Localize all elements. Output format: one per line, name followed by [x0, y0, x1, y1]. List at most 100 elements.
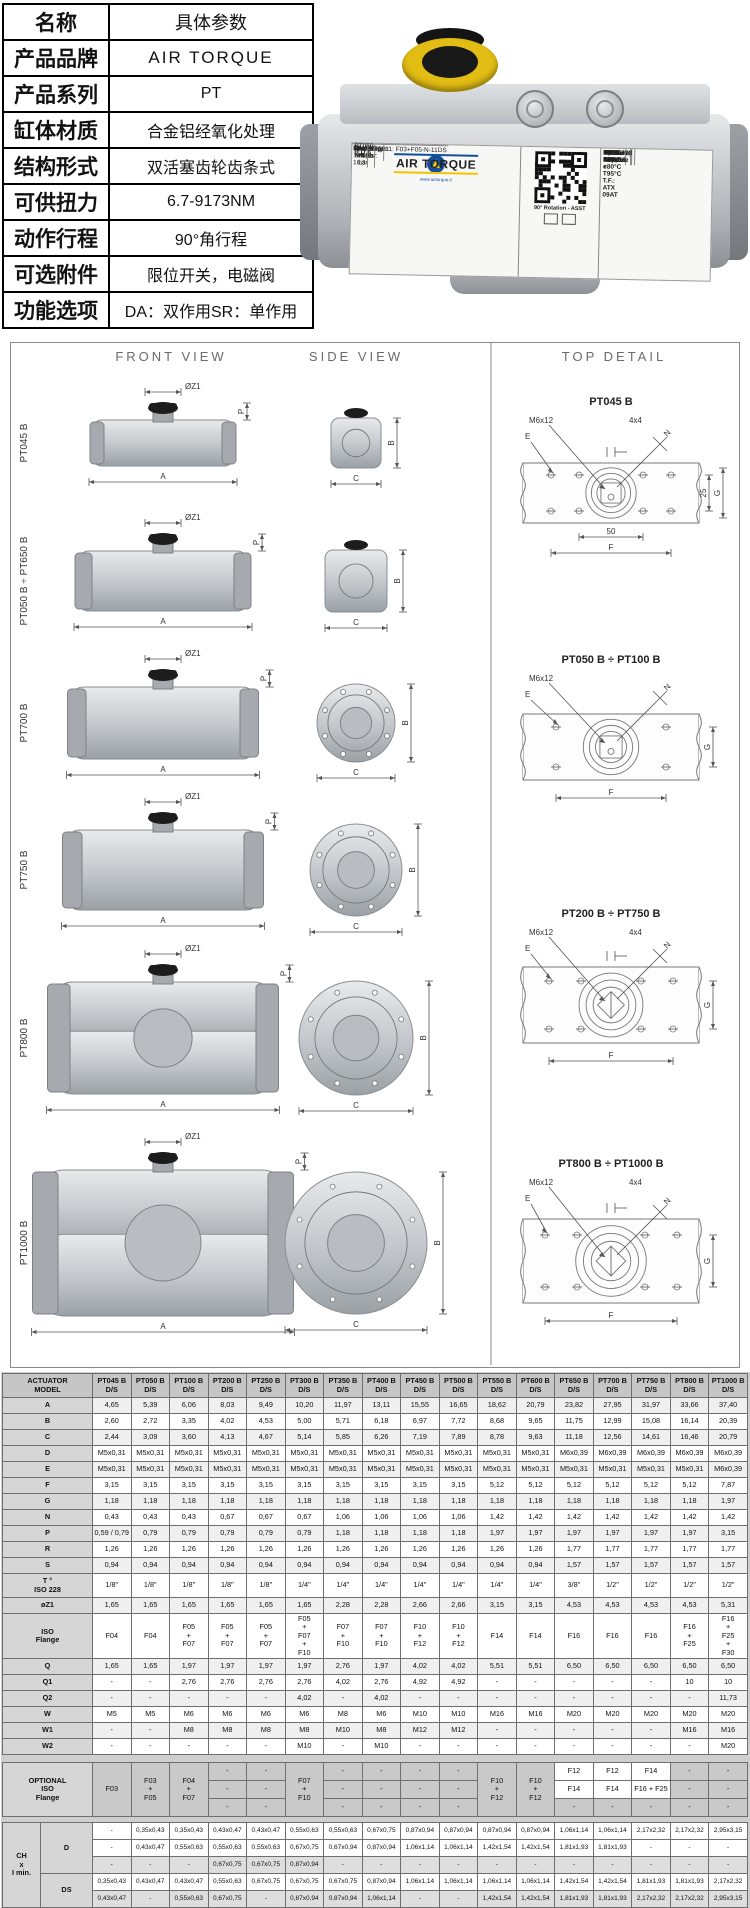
ch-cell: -	[361, 1855, 402, 1874]
svg-text:A: A	[160, 617, 166, 626]
ch-cell: 1,42x1,54	[477, 1889, 517, 1908]
dimension-cell: 4,02	[361, 1689, 402, 1707]
dimension-cell: 0,94	[323, 1557, 363, 1574]
dimension-cell: 4,02	[400, 1657, 440, 1675]
dimension-cell: 1,77	[669, 1541, 710, 1558]
svg-text:ØZ1: ØZ1	[185, 649, 201, 658]
ch-cell: -	[515, 1855, 556, 1874]
dimension-cell: 4,02	[284, 1689, 325, 1707]
dimension-cell: F04	[130, 1613, 171, 1659]
dimension-cell: 1,77	[631, 1541, 671, 1558]
dimension-cell: 2,28	[323, 1597, 363, 1614]
dimension-cell: 1,57	[708, 1557, 748, 1574]
dimension-cell: -	[400, 1689, 440, 1707]
dimension-cell: 7,72	[438, 1413, 479, 1430]
dimension-cell: 1,97	[477, 1525, 517, 1542]
svg-text:C: C	[353, 474, 359, 483]
dimension-cell: M5x0,31	[207, 1461, 248, 1478]
dimension-cell: -	[477, 1737, 517, 1755]
nameplate-left-column: AIR TORQUE www.airtorque.it Model/Type: …	[349, 142, 522, 277]
svg-text:P: P	[280, 971, 289, 976]
ch-cell: -	[400, 1855, 440, 1874]
dimension-cell: 1/2"	[631, 1573, 671, 1598]
dimension-cell: 11,75	[554, 1413, 594, 1430]
bolt-icon	[586, 90, 624, 128]
ch-cell: 2,17x2,32	[669, 1821, 710, 1840]
ch-cell: 0,43x0,47	[130, 1838, 171, 1857]
dimension-cell: 8,03	[207, 1397, 248, 1414]
dimension-cell: 4,92	[400, 1673, 440, 1691]
dimension-cell: M12	[400, 1721, 440, 1739]
dimension-cell: 5,31	[708, 1597, 748, 1614]
dimension-cell: M5x0,31	[246, 1461, 286, 1478]
dimension-cell: 0,94	[438, 1557, 479, 1574]
optional-subcell: -	[400, 1761, 440, 1781]
dimension-cell: 1,65	[284, 1597, 325, 1614]
dimension-cell: 1,65	[130, 1657, 171, 1675]
dimension-cell: 2,76	[361, 1673, 402, 1691]
dimension-cell: M10	[323, 1721, 363, 1739]
dimension-cell: -	[477, 1721, 517, 1739]
dimension-cell: M5x0,31	[92, 1445, 132, 1462]
dimension-cell: -	[400, 1737, 440, 1755]
dimension-cell: 1,26	[323, 1541, 363, 1558]
spec-label: 缸体材质	[2, 111, 110, 149]
svg-text:B: B	[433, 1240, 442, 1245]
dimension-cell: 9,65	[515, 1413, 556, 1430]
dimension-cell: M8	[207, 1721, 248, 1739]
svg-text:C: C	[353, 768, 359, 777]
dimension-cell: -	[554, 1721, 594, 1739]
ch-cell: 0,35x0,43	[169, 1821, 209, 1840]
dimension-cell: -	[515, 1737, 556, 1755]
optional-subcell: -	[708, 1797, 748, 1817]
dimension-cell: 1,18	[284, 1493, 325, 1510]
svg-text:M6x12: M6x12	[529, 416, 554, 425]
ch-cell: 0,67x0,75	[207, 1855, 248, 1874]
svg-text:A: A	[160, 916, 166, 925]
dimension-cell: 1/8"	[207, 1573, 248, 1598]
optional-cell: F10 + F12	[515, 1761, 556, 1817]
dimension-cell: M5x0,31	[515, 1445, 556, 1462]
dimension-cell: M6x0,39	[708, 1461, 748, 1478]
dimension-cell: M8	[323, 1705, 363, 1723]
ch-cell: 0,67x0,75	[207, 1889, 248, 1908]
dimension-cell: 16,14	[669, 1413, 710, 1430]
ch-cell: -	[92, 1838, 132, 1857]
ch-cell: 1,42x1,54	[554, 1872, 594, 1891]
ch-cell: 1,81x1,93	[554, 1838, 594, 1857]
dimension-cell: F05 + F07	[169, 1613, 209, 1659]
ch-cell: 0,67x0,75	[323, 1872, 363, 1891]
dimension-cell: 2,66	[438, 1597, 479, 1614]
dimension-cell: M5x0,31	[130, 1445, 171, 1462]
spec-label: 功能选项	[2, 291, 110, 329]
dimension-cell: 3,15	[438, 1477, 479, 1494]
ch-cell: 0,67x0,75	[361, 1821, 402, 1840]
svg-text:G: G	[703, 744, 712, 750]
field-value: 16095678	[603, 149, 633, 158]
dimension-cell: 1/4"	[284, 1573, 325, 1598]
dimension-cell: 1,06	[361, 1509, 402, 1526]
svg-text:P: P	[295, 1159, 304, 1164]
dimension-cell: 1,18	[554, 1493, 594, 1510]
optional-label: OPTIONAL ISO Flange	[2, 1761, 93, 1817]
dimension-cell: 4,53	[554, 1597, 594, 1614]
dimension-cell: 1,18	[515, 1493, 556, 1510]
dimension-cell: 1/8"	[246, 1573, 286, 1598]
ch-cell: 0,87x0,94	[515, 1821, 556, 1840]
dimension-cell: 5,12	[477, 1477, 517, 1494]
dimension-cell: 1,26	[246, 1541, 286, 1558]
dimension-cell: F07 + F10	[323, 1613, 363, 1659]
row-label: Q1	[2, 1673, 93, 1691]
ch-cell: 1,06x1,14	[400, 1838, 440, 1857]
dimension-cell: 0,59 / 0,79	[92, 1525, 132, 1542]
svg-text:FRONT VIEW: FRONT VIEW	[115, 349, 226, 364]
dimension-cell: 0,94	[361, 1557, 402, 1574]
dimension-cell: 5,00	[284, 1413, 325, 1430]
dimension-cell: -	[130, 1721, 171, 1739]
dimension-cell: 3,15	[130, 1477, 171, 1494]
dimension-cell: 7,87	[708, 1477, 748, 1494]
dimension-cell: F04	[92, 1613, 132, 1659]
dimension-cell: -	[669, 1737, 710, 1755]
dimension-cell: -	[92, 1737, 132, 1755]
optional-subcell: -	[438, 1779, 479, 1799]
